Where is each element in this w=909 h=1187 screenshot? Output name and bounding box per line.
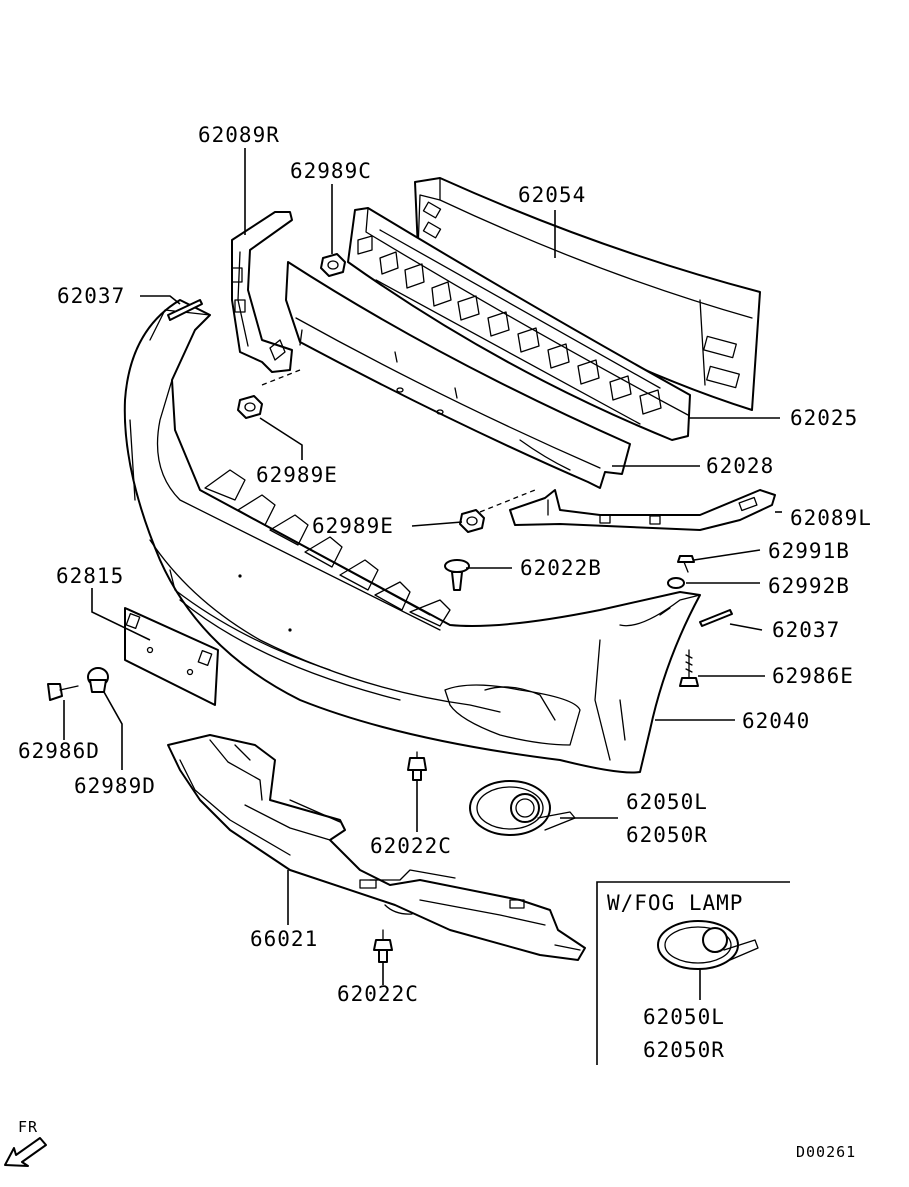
screw-62986D bbox=[47, 683, 79, 701]
label-62040: 62040 bbox=[742, 709, 810, 733]
nut-62989C bbox=[320, 253, 346, 277]
label-62022C-upper: 62022C bbox=[370, 834, 452, 858]
label-62050R: 62050R bbox=[626, 823, 708, 847]
nut-62989E-mid bbox=[459, 509, 485, 533]
label-62022B: 62022B bbox=[520, 556, 602, 580]
label-62989E-top: 62989E bbox=[256, 463, 338, 487]
diagram-code: D00261 bbox=[796, 1143, 856, 1161]
energy-absorber-62025 bbox=[347, 207, 691, 441]
license-plate-bracket-62815 bbox=[124, 607, 219, 706]
side-bracket-62089L bbox=[509, 489, 776, 531]
fr-label: FR bbox=[18, 1118, 38, 1136]
label-62022C-lower: 62022C bbox=[337, 982, 419, 1006]
label-62054: 62054 bbox=[518, 183, 586, 207]
clip-62022C-lower bbox=[373, 929, 393, 963]
label-62815: 62815 bbox=[56, 564, 124, 588]
label-62991B: 62991B bbox=[768, 539, 850, 563]
inset-label-62050R: 62050R bbox=[643, 1038, 725, 1062]
nut-62989E-top bbox=[237, 395, 263, 419]
screw-62986E bbox=[679, 649, 699, 687]
washer-62992B bbox=[667, 577, 685, 589]
fog-lamp-cover bbox=[469, 780, 576, 836]
moulding-62037-left bbox=[167, 299, 203, 321]
front-bumper-cover-62040 bbox=[123, 299, 701, 774]
label-62986D: 62986D bbox=[18, 739, 100, 763]
side-bracket-62089R bbox=[231, 211, 293, 373]
label-62992B: 62992B bbox=[768, 574, 850, 598]
label-62089L: 62089L bbox=[790, 506, 872, 530]
label-62037-left: 62037 bbox=[57, 284, 125, 308]
moulding-62037-right bbox=[699, 609, 733, 627]
label-62028: 62028 bbox=[706, 454, 774, 478]
label-62050L: 62050L bbox=[626, 790, 708, 814]
label-62989C: 62989C bbox=[290, 159, 372, 183]
under-cover-66021 bbox=[167, 734, 586, 961]
label-66021: 66021 bbox=[250, 927, 318, 951]
clip-62022C-upper bbox=[407, 751, 427, 781]
front-direction-arrow-icon: FR bbox=[4, 1118, 47, 1167]
nut-62989D bbox=[87, 667, 109, 693]
label-62989D: 62989D bbox=[74, 774, 156, 798]
inset-title: W/FOG LAMP bbox=[607, 891, 743, 915]
label-62089R: 62089R bbox=[198, 123, 280, 147]
clip-62022B bbox=[444, 559, 470, 591]
label-62989E-mid: 62989E bbox=[312, 514, 394, 538]
label-62037-right: 62037 bbox=[772, 618, 840, 642]
upper-bracket-62028 bbox=[285, 261, 631, 489]
bolt-62991B bbox=[677, 555, 695, 573]
label-62986E: 62986E bbox=[772, 664, 854, 688]
fog-lamp-inset: W/FOG LAMP 62050L 62050R bbox=[596, 881, 790, 1065]
label-62025: 62025 bbox=[790, 406, 858, 430]
inset-label-62050L: 62050L bbox=[643, 1005, 725, 1029]
